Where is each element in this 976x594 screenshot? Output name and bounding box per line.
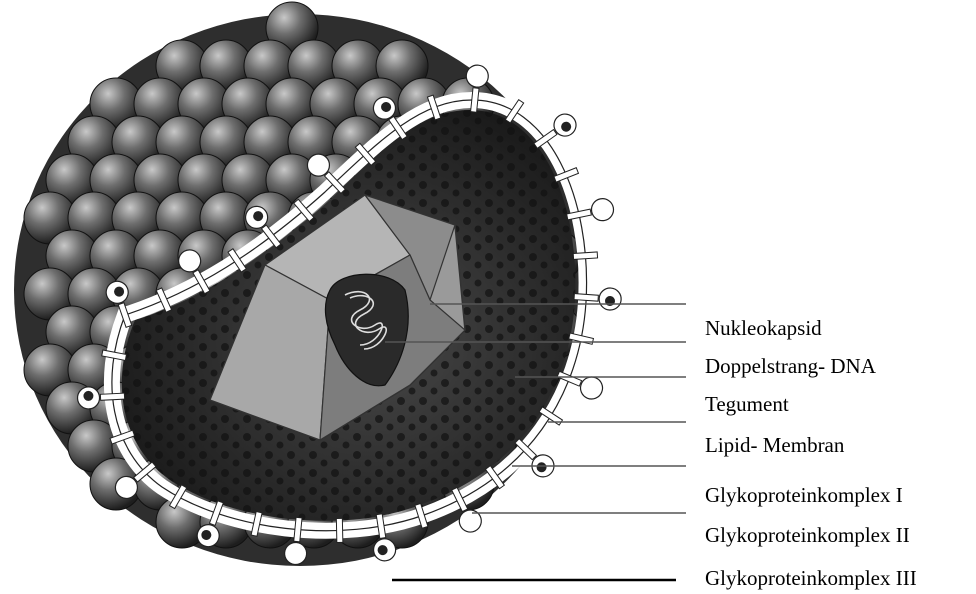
label-nukleokapsid: Nukleokapsid [705, 318, 822, 339]
label-doppelstrang-dna: Doppelstrang- DNA [705, 356, 876, 377]
label-lipid-membran: Lipid- Membran [705, 435, 844, 456]
label-glykoproteinkomplex-ii: Glykoproteinkomplex II [705, 525, 910, 546]
label-tegument: Tegument [705, 394, 789, 415]
label-glykoproteinkomplex-iii: Glykoproteinkomplex III [705, 568, 917, 589]
glycoprotein-spike [573, 252, 597, 260]
glycoprotein-spike [336, 518, 343, 542]
label-glykoproteinkomplex-i: Glykoproteinkomplex I [705, 485, 903, 506]
